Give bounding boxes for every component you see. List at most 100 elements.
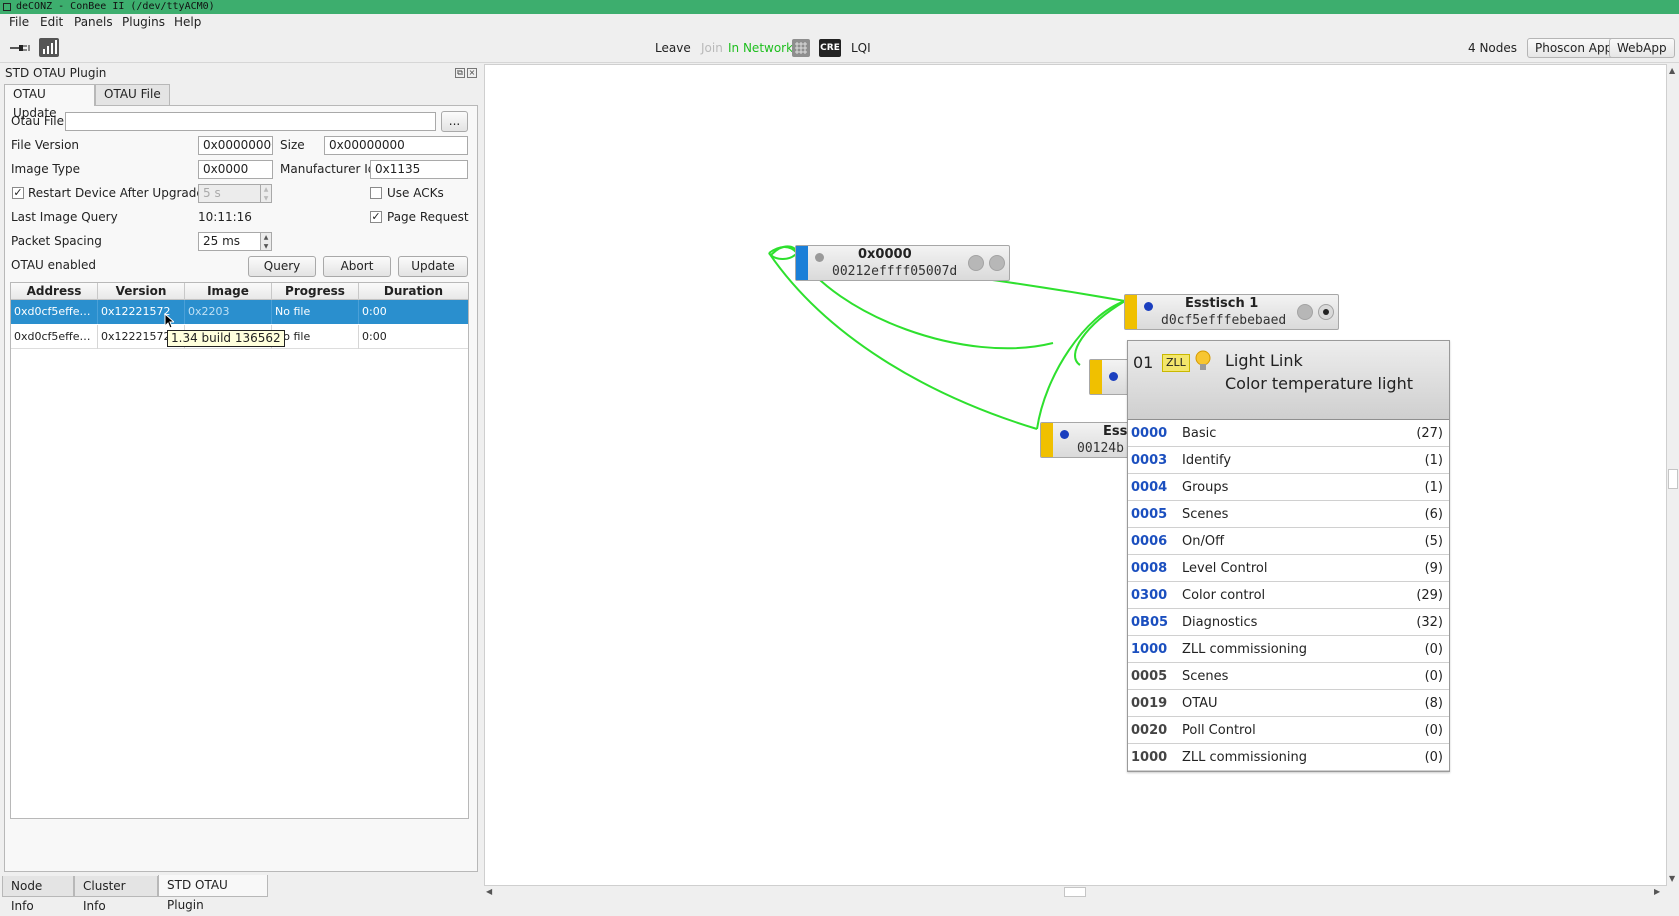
endpoint-button[interactable] bbox=[968, 255, 984, 271]
update-button[interactable]: Update bbox=[398, 256, 468, 277]
light-bulb-icon bbox=[1195, 350, 1211, 370]
float-panel-icon[interactable]: ⧉ bbox=[455, 68, 465, 78]
node-ess[interactable]: Ess 00124b bbox=[1040, 422, 1140, 458]
menu-help[interactable]: Help bbox=[174, 15, 202, 29]
panel-title: STD OTAU Plugin bbox=[5, 66, 107, 80]
node-coordinator[interactable]: 0x0000 00212effff05007d bbox=[795, 245, 1010, 281]
cluster-attribute-count: (27) bbox=[1416, 426, 1443, 441]
page-request-checkbox[interactable]: ✓ bbox=[370, 210, 382, 223]
cell-version: 0x12221572 bbox=[98, 300, 185, 324]
abort-button[interactable]: Abort bbox=[323, 256, 391, 277]
node-mac: 00212effff05007d bbox=[832, 264, 958, 279]
connect-plug-icon[interactable] bbox=[10, 42, 30, 54]
zll-profile-badge: ZLL bbox=[1162, 354, 1190, 372]
file-version-field[interactable]: 0x00000000 bbox=[198, 136, 273, 155]
column-progress[interactable]: Progress bbox=[272, 283, 359, 300]
toolbar: Leave Join In Network CRE LQI 4 Nodes Ph… bbox=[0, 33, 1679, 63]
menu-file[interactable]: File bbox=[9, 15, 30, 29]
cre-button[interactable]: CRE bbox=[819, 39, 841, 57]
cluster-id: 0005 bbox=[1131, 507, 1168, 522]
cluster-name: Basic bbox=[1182, 426, 1217, 441]
network-canvas[interactable]: 0x0000 00212effff05007d Esstisch 1 d0cf5… bbox=[484, 64, 1667, 886]
network-links bbox=[768, 245, 1126, 430]
phoscon-app-button[interactable]: Phoscon App bbox=[1527, 38, 1621, 58]
network-grid-icon[interactable] bbox=[792, 39, 810, 57]
table-row[interactable]: 0xd0cf5effe… 0x12221572 0x2203 No file 0… bbox=[11, 300, 468, 324]
close-panel-icon[interactable]: × bbox=[467, 68, 477, 78]
cluster-attribute-count: (5) bbox=[1424, 534, 1443, 549]
tab-otau-file[interactable]: OTAU File bbox=[95, 84, 170, 105]
packet-spacing-label: Packet Spacing bbox=[11, 234, 102, 248]
restart-checkbox[interactable]: ✓ bbox=[12, 186, 24, 199]
column-version[interactable]: Version bbox=[98, 283, 185, 300]
file-version-label: File Version bbox=[11, 138, 80, 152]
menu-edit[interactable]: Edit bbox=[40, 15, 64, 29]
otau-file-label: Otau File bbox=[11, 114, 64, 128]
horizontal-scroll-thumb[interactable] bbox=[1064, 887, 1086, 897]
column-duration[interactable]: Duration bbox=[383, 284, 444, 298]
otau-file-input[interactable] bbox=[65, 112, 436, 131]
tab-otau-update[interactable]: OTAU Update bbox=[4, 84, 95, 120]
title-bar: deCONZ - ConBee II (/dev/ttyACM0) bbox=[0, 0, 1679, 14]
packet-spacing-field[interactable]: 25 ms bbox=[198, 232, 261, 251]
node-count: 4 Nodes bbox=[1468, 41, 1518, 55]
cell-address: 0xd0cf5effe… bbox=[11, 300, 98, 324]
use-acks-label: Use ACKs bbox=[387, 186, 444, 200]
browse-button[interactable]: ... bbox=[441, 111, 468, 132]
cluster-name: OTAU bbox=[1182, 696, 1218, 711]
restart-delay-field[interactable]: 5 s bbox=[198, 184, 261, 203]
size-field[interactable]: 0x00000000 bbox=[324, 136, 468, 155]
signal-chart-icon[interactable] bbox=[39, 38, 59, 57]
use-acks-checkbox[interactable] bbox=[370, 187, 382, 199]
endpoint-info-popup[interactable]: 01 ZLL Light Link Color temperature ligh… bbox=[1127, 340, 1450, 772]
leave-button[interactable]: Leave bbox=[655, 41, 691, 55]
tab-std-otau-plugin[interactable]: STD OTAU Plugin bbox=[158, 875, 268, 912]
horizontal-scrollbar[interactable]: ◀ ▶ bbox=[484, 886, 1667, 898]
column-address[interactable]: Address bbox=[11, 283, 98, 300]
last-query-value: 10:11:16 bbox=[198, 210, 252, 224]
tab-node-info[interactable]: Node Info bbox=[2, 876, 74, 913]
menu-panels[interactable]: Panels bbox=[74, 15, 113, 29]
endpoint-header: 01 ZLL Light Link Color temperature ligh… bbox=[1128, 341, 1449, 420]
menu-plugins[interactable]: Plugins bbox=[122, 15, 165, 29]
cluster-name: On/Off bbox=[1182, 534, 1225, 549]
cluster-attribute-count: (0) bbox=[1424, 750, 1443, 765]
packet-spacing-spinner[interactable]: ▲▼ bbox=[261, 232, 272, 251]
manufacturer-field[interactable]: 0x1135 bbox=[370, 160, 468, 179]
node-type-bar bbox=[1090, 360, 1102, 394]
endpoint-button[interactable] bbox=[989, 255, 1005, 271]
column-image[interactable]: Image bbox=[185, 283, 272, 300]
endpoint-button-active[interactable] bbox=[1318, 304, 1334, 320]
window-title: deCONZ - ConBee II (/dev/ttyACM0) bbox=[16, 1, 215, 12]
tab-cluster-info[interactable]: Cluster Info bbox=[74, 876, 158, 913]
vertical-scrollbar[interactable]: ▲ ▼ bbox=[1667, 64, 1679, 887]
endpoint-profile-title: Light Link bbox=[1225, 351, 1303, 370]
vertical-scroll-thumb[interactable] bbox=[1668, 469, 1678, 489]
restart-delay-spinner[interactable]: ▲▼ bbox=[261, 184, 272, 203]
cluster-attribute-count: (1) bbox=[1424, 480, 1443, 495]
cluster-name: Groups bbox=[1182, 480, 1229, 495]
node-esstisch-1[interactable]: Esstisch 1 d0cf5efffebebaed bbox=[1124, 294, 1339, 330]
query-button[interactable]: Query bbox=[248, 256, 316, 277]
last-query-label: Last Image Query bbox=[11, 210, 118, 224]
cluster-id: 1000 bbox=[1131, 750, 1168, 765]
image-type-field[interactable]: 0x0000 bbox=[198, 160, 273, 179]
otau-plugin-panel: STD OTAU Plugin ⧉ × OTAU Update OTAU Fil… bbox=[0, 64, 482, 900]
webapp-button[interactable]: WebApp bbox=[1609, 38, 1675, 58]
endpoint-button[interactable] bbox=[1297, 304, 1313, 320]
join-button[interactable]: Join bbox=[701, 41, 723, 55]
lqi-button[interactable]: LQI bbox=[851, 41, 871, 55]
